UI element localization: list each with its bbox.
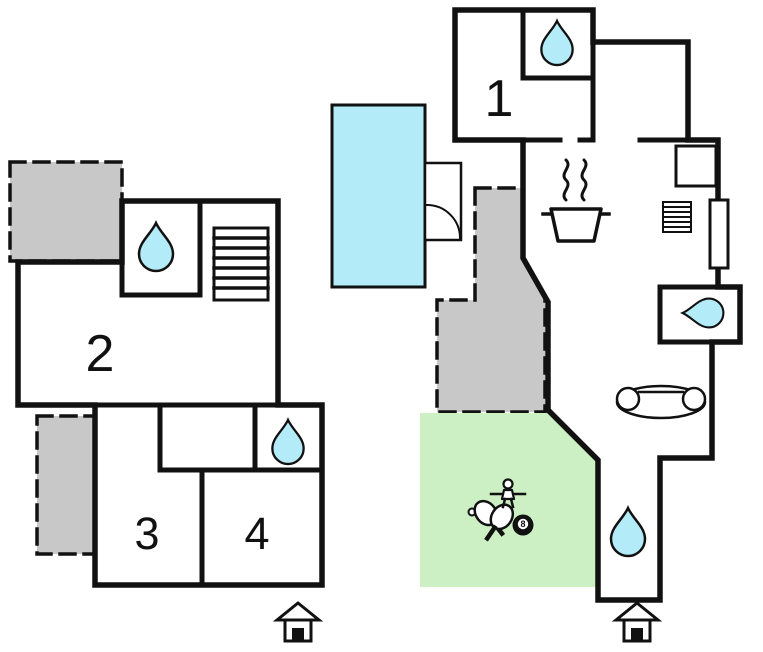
room-label-2: 2 <box>86 325 115 383</box>
sofa-armrest-left <box>615 386 641 412</box>
radiator-fins <box>662 206 692 228</box>
terrace-side-left <box>35 414 97 556</box>
pot <box>549 207 603 243</box>
entrance-icon <box>275 601 321 643</box>
player-legs <box>501 497 515 509</box>
entrance-icon <box>614 601 660 643</box>
interior-walls-upper <box>15 200 325 586</box>
radiator-icon <box>662 201 692 233</box>
door-swing-icon <box>423 161 463 242</box>
closet <box>674 144 718 188</box>
terrace-top-left <box>8 160 124 263</box>
paddle-right <box>484 503 515 542</box>
terrace-patio <box>435 186 547 414</box>
paddle-handle <box>484 524 498 542</box>
interior-walls-ground <box>520 9 721 345</box>
foosball-player-icon <box>489 478 527 509</box>
table-tennis-icon <box>467 499 515 542</box>
ball-circle <box>517 518 529 530</box>
player-body <box>500 488 516 501</box>
room-label-3: 3 <box>134 508 159 559</box>
wall-cabinet <box>708 198 730 270</box>
billiard-ball-icon: 8 <box>512 514 534 536</box>
steam-lines <box>562 158 588 202</box>
stairs-treads <box>212 236 270 290</box>
outer-walls-ground <box>452 7 743 603</box>
player-head <box>502 478 514 490</box>
stove-icon <box>541 158 611 243</box>
door-frame <box>423 161 463 242</box>
sofa-icon <box>615 384 707 420</box>
room-label-4: 4 <box>244 508 269 559</box>
door-arc <box>425 203 462 240</box>
room-label-1: 1 <box>485 70 514 128</box>
pool <box>330 103 427 289</box>
sofa-armrest-right <box>681 386 707 412</box>
ground-floor-plan: 8 1 <box>330 7 743 643</box>
upper-floor-plan: 2 3 4 <box>8 160 325 643</box>
stairs-icon <box>212 226 270 302</box>
ball-number: 8 <box>520 519 525 529</box>
